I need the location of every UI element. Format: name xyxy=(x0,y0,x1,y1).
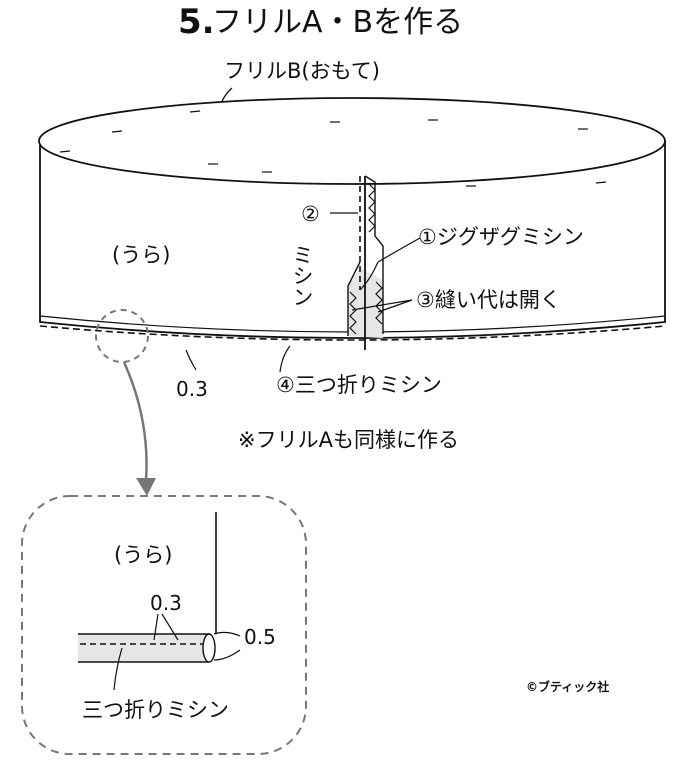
hem-stitch xyxy=(39,325,666,341)
note: ※フリルAも同様に作る xyxy=(238,428,459,452)
zigzag-top xyxy=(368,183,376,233)
surface-ticks xyxy=(59,110,607,187)
label-3-leader-b xyxy=(351,299,413,311)
detail-frame xyxy=(21,495,307,755)
zigzag-right xyxy=(375,281,383,325)
detail-measure-05-leader xyxy=(213,631,241,661)
detail-measure-03: 0.3 xyxy=(150,591,182,615)
cylinder-top xyxy=(38,97,666,185)
measure-03: 0.3 xyxy=(176,377,208,401)
detail-measure-05: 0.5 xyxy=(244,625,276,649)
detail-hem-fold xyxy=(202,633,216,663)
label-1: ①ジグザグミシン xyxy=(418,225,584,249)
detail-back-side-label: (うら) xyxy=(114,543,172,567)
detail-measure-03-leader xyxy=(153,613,179,641)
label-2-number: ② xyxy=(301,202,320,226)
label-1-leader-b xyxy=(359,261,379,291)
cylinder xyxy=(38,97,666,350)
detail-arrow-line xyxy=(122,361,148,481)
label-3-leader xyxy=(377,299,413,313)
cylinder-side xyxy=(39,140,666,339)
measure-03-leader xyxy=(185,349,197,371)
frill-b-front-label: フリルB(おもて) xyxy=(224,59,380,83)
title-text: フリルA・Bを作る xyxy=(212,5,463,40)
detail-focus-circle xyxy=(95,309,149,363)
back-side-label: (うら) xyxy=(112,243,170,267)
title-number: 5. xyxy=(178,2,215,42)
copyright: ©ブティック社 xyxy=(526,679,609,694)
seam-fold xyxy=(364,175,384,334)
detail-arrow-head xyxy=(136,478,156,496)
detail-hem-band xyxy=(78,634,208,662)
label-4: ④三つ折りミシン xyxy=(276,373,442,397)
label-4-leader xyxy=(279,345,291,373)
label-3: ③縫い代は開く xyxy=(416,288,561,312)
zigzag-left xyxy=(349,291,357,335)
label-2-text: ミシン xyxy=(290,244,314,307)
seam-fold-left xyxy=(347,261,361,336)
label-1-leader xyxy=(377,237,421,263)
detail-caption: 三つ折りミシン xyxy=(82,698,229,722)
detail-caption-leader xyxy=(113,647,123,691)
